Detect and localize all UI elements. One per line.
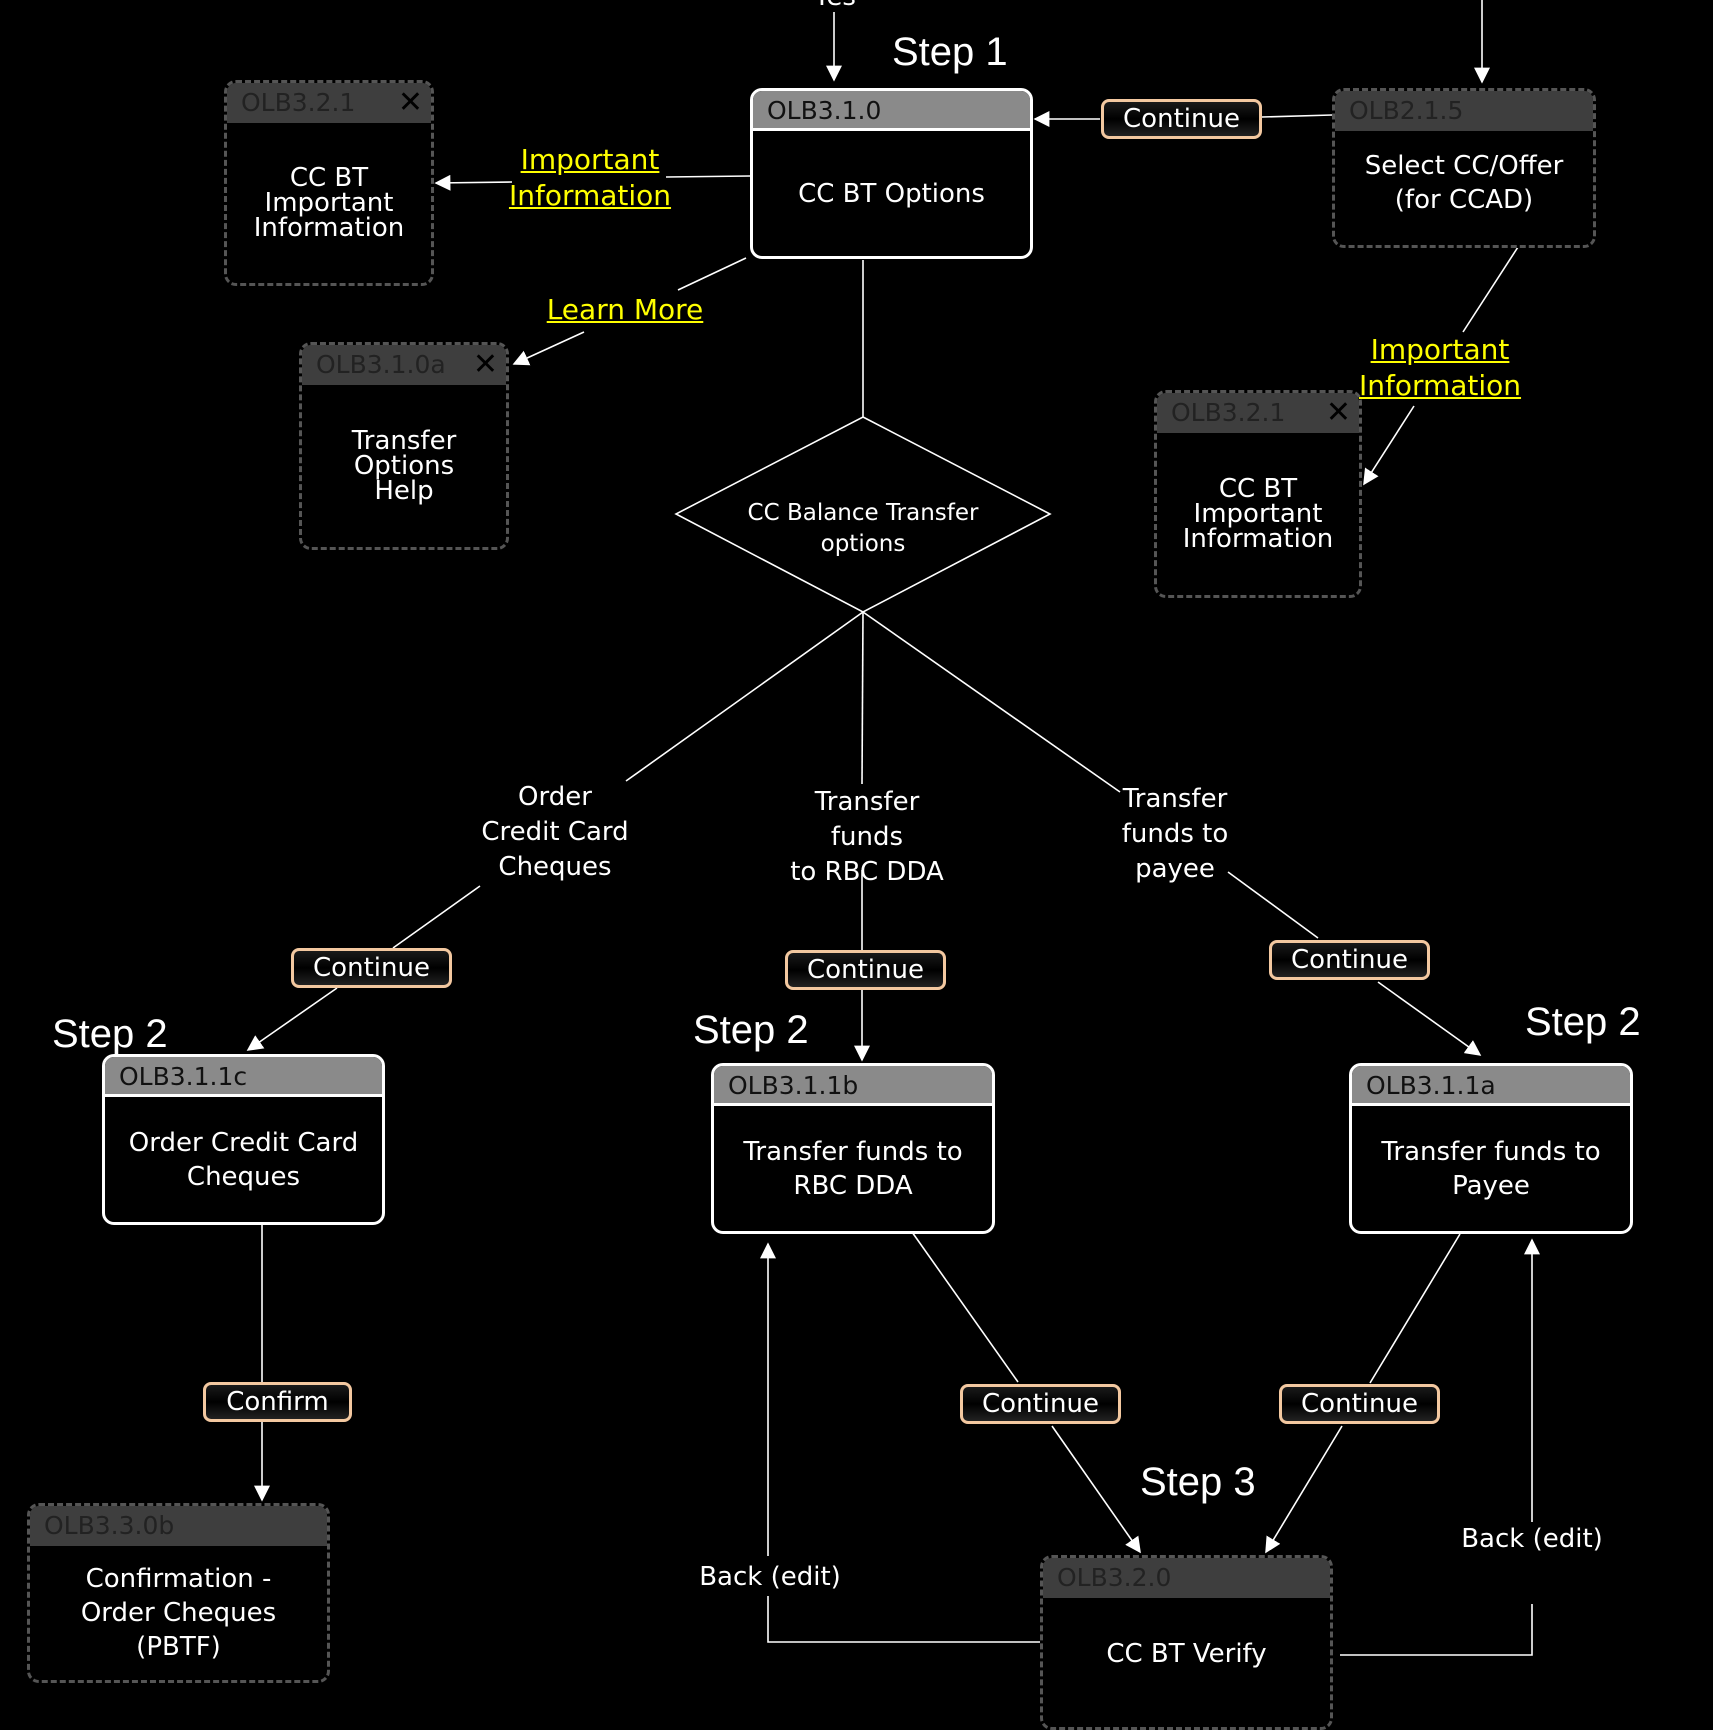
continue-button-payee[interactable]: Continue	[1269, 940, 1430, 980]
screen-cc-bt-options[interactable]: OLB3.1.0 CC BT Options	[750, 88, 1033, 259]
important-information-link-left[interactable]: Important Information	[508, 143, 672, 212]
screen-id: OLB3.2.1✕	[227, 83, 431, 123]
continue-button-top[interactable]: Continue	[1101, 99, 1262, 139]
popup-transfer-options-help[interactable]: OLB3.1.0a✕ Transfer Options Help	[299, 342, 509, 550]
screen-title: Order Credit Card Cheques	[128, 1127, 359, 1192]
screen-id: OLB3.1.1c	[105, 1057, 382, 1097]
screen-title: Select CC/Offer (for CCAD)	[1364, 151, 1564, 215]
decision-cc-balance-transfer-options: CC Balance Transfer options	[747, 500, 979, 557]
step-3-label: Step 3	[1140, 1460, 1256, 1504]
step-1-label: Step 1	[892, 30, 1008, 74]
screen-title: CC BT Verify	[1106, 1638, 1267, 1669]
screen-title: Transfer Options Help	[351, 425, 457, 506]
screen-order-credit-card-cheques[interactable]: OLB3.1.1c Order Credit Card Cheques	[102, 1054, 385, 1225]
close-icon[interactable]: ✕	[1325, 395, 1351, 430]
screen-title: CC BT Options	[798, 178, 985, 209]
screen-cc-bt-verify[interactable]: OLB3.2.0 CC BT Verify	[1040, 1555, 1333, 1730]
screen-id: OLB3.1.0a✕	[302, 345, 506, 385]
screen-id: OLB3.1.0	[753, 91, 1030, 131]
screen-id: OLB3.1.1b	[714, 1066, 992, 1106]
back-edit-label-left: Back (edit)	[690, 1560, 850, 1595]
close-icon[interactable]: ✕	[397, 85, 423, 120]
step-2-right-label: Step 2	[1525, 1000, 1641, 1044]
screen-id: OLB3.3.0b	[30, 1506, 327, 1546]
screen-title: Confirmation - Order Cheques (PBTF)	[80, 1564, 277, 1662]
step-2-mid-label: Step 2	[693, 1008, 809, 1052]
screen-title: Transfer funds to RBC DDA	[743, 1136, 963, 1201]
continue-button-verify-right[interactable]: Continue	[1279, 1384, 1440, 1424]
branch-transfer-payee: Transfer funds to payee	[1121, 784, 1229, 884]
screen-title: CC BT Important Information	[253, 162, 405, 243]
screen-confirmation-order-cheques[interactable]: OLB3.3.0b Confirmation - Order Cheques (…	[27, 1503, 330, 1683]
screen-transfer-funds-rbc-dda[interactable]: OLB3.1.1b Transfer funds to RBC DDA	[711, 1063, 995, 1234]
close-icon[interactable]: ✕	[472, 347, 498, 382]
branch-order-cheques: Order Credit Card Cheques	[481, 782, 629, 882]
screen-id: OLB2.1.5	[1335, 91, 1593, 131]
continue-button-order-cheques[interactable]: Continue	[291, 948, 452, 988]
popup-cc-bt-important-info-right[interactable]: OLB3.2.1✕ CC BT Important Information	[1154, 390, 1362, 598]
popup-cc-bt-important-info-left[interactable]: OLB3.2.1✕ CC BT Important Information	[224, 80, 434, 286]
branch-transfer-rbc-dda: Transfer funds to RBC DDA	[790, 787, 944, 887]
screen-select-cc-offer[interactable]: OLB2.1.5 Select CC/Offer (for CCAD)	[1332, 88, 1596, 248]
screen-transfer-funds-payee[interactable]: OLB3.1.1a Transfer funds to Payee	[1349, 1063, 1633, 1234]
yes-label: Yes	[800, 0, 870, 15]
screen-title: CC BT Important Information	[1182, 473, 1334, 554]
screen-id: OLB3.2.0	[1043, 1558, 1330, 1598]
important-information-link-right[interactable]: Important Information	[1358, 333, 1522, 402]
continue-button-verify-left[interactable]: Continue	[960, 1384, 1121, 1424]
back-edit-label-right: Back (edit)	[1452, 1522, 1612, 1557]
continue-button-rbc-dda[interactable]: Continue	[785, 950, 946, 990]
step-2-left-label: Step 2	[52, 1012, 168, 1056]
learn-more-link[interactable]: Learn More	[546, 293, 704, 326]
screen-id: OLB3.2.1✕	[1157, 393, 1359, 433]
confirm-button[interactable]: Confirm	[203, 1382, 352, 1422]
screen-title: Transfer funds to Payee	[1381, 1136, 1601, 1201]
screen-id: OLB3.1.1a	[1352, 1066, 1630, 1106]
